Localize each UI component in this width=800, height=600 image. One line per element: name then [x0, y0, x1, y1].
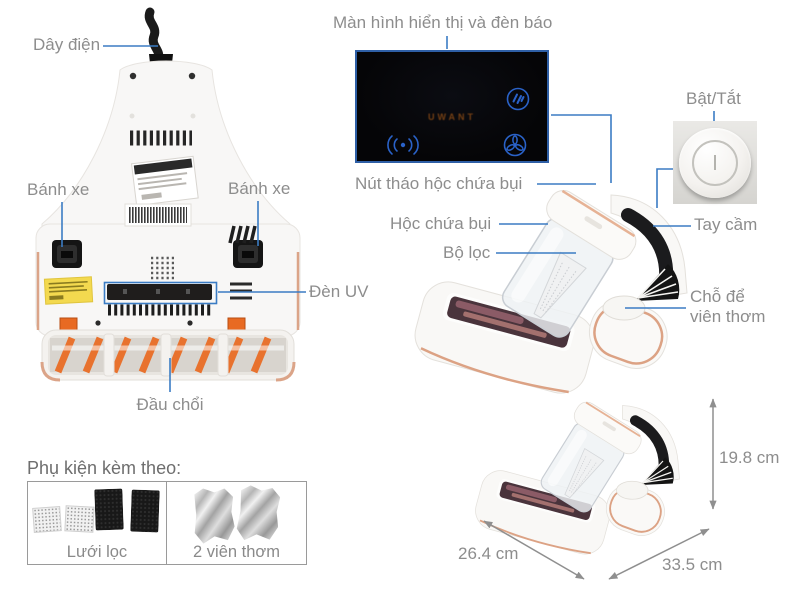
release-button-right	[227, 317, 246, 331]
leader-power-to-device	[656, 168, 674, 208]
panel-brand-glow: UWANT	[428, 112, 476, 122]
sonic-vibration-icon	[387, 135, 419, 155]
uv-lamp	[107, 284, 212, 300]
rear-slots	[230, 282, 252, 300]
accessory-filter-mesh: Lưới lọc	[28, 482, 167, 564]
fan-mode-icon	[503, 133, 527, 157]
sponge-filter-image	[130, 489, 160, 533]
label-brush-head: Đầu chổi	[136, 395, 204, 414]
brush-head	[40, 329, 296, 382]
label-uv-light: Đèn UV	[309, 282, 369, 301]
mesh-filter-image	[32, 506, 62, 533]
accessory-fragrance-tablets: 2 viên thơm	[167, 482, 306, 564]
label-dust-bin-release: Nút tháo hộc chứa bụi	[355, 174, 523, 193]
power-icon	[692, 139, 738, 186]
power-button	[679, 127, 751, 198]
label-power-cord: Dây điện	[33, 35, 101, 54]
warning-sticker	[43, 276, 94, 305]
label-handle: Tay cầm	[694, 215, 758, 234]
wheel-right	[233, 240, 263, 268]
side-vents	[228, 225, 257, 244]
uv-highlight-box	[103, 281, 218, 305]
accessories-box: Lưới lọc 2 viên thơm	[27, 481, 307, 565]
sponge-filter-image	[94, 488, 124, 531]
accessory-label: 2 viên thơm	[193, 543, 280, 561]
dimension-width-label: 26.4 cm	[458, 544, 519, 563]
power-cord	[144, 7, 164, 79]
fragrance-packet-image	[235, 485, 281, 543]
dimension-height-label: 19.8 cm	[719, 448, 780, 467]
uv-mode-icon	[506, 87, 530, 111]
accessories-heading: Phụ kiện kèm theo:	[27, 458, 182, 478]
label-display-panel: Màn hình hiển thị và đèn báo	[333, 13, 553, 32]
barcode	[124, 203, 192, 227]
mesh-filter-image	[64, 505, 95, 533]
power-button-photo	[673, 121, 757, 204]
label-dust-bin: Hộc chứa bụi	[390, 214, 492, 233]
label-wheel-left: Bánh xe	[27, 180, 90, 199]
accessory-label: Lưới lọc	[66, 543, 128, 561]
cord-strain-relief	[149, 54, 173, 92]
display-panel-photo: UWANT	[355, 50, 549, 163]
wheel-left	[52, 240, 82, 268]
release-button-left	[59, 317, 78, 331]
label-filter: Bộ lọc	[443, 243, 491, 262]
leader-display-to-device	[551, 114, 612, 183]
label-power-toggle: Bật/Tắt	[686, 89, 741, 108]
fragrance-packet-image	[192, 487, 236, 544]
spec-label	[130, 155, 199, 207]
dimension-depth-label: 33.5 cm	[662, 555, 723, 574]
speaker-holes	[151, 256, 175, 280]
label-fragrance-slot: Chỗ để viên thơm	[690, 287, 766, 326]
label-wheel-right: Bánh xe	[228, 179, 291, 198]
product-dimension-view	[471, 398, 679, 558]
